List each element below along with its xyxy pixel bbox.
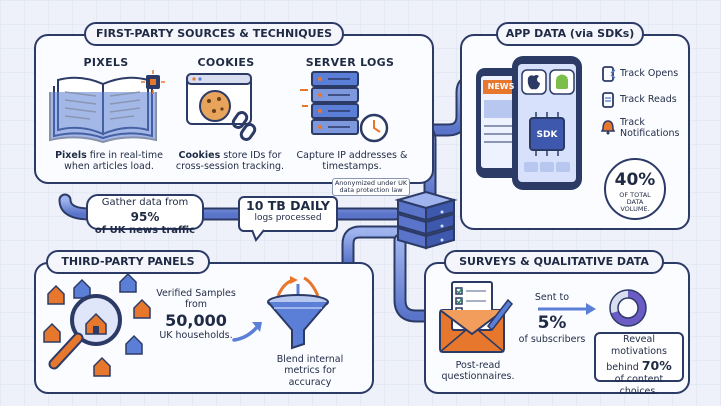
reveal-motivations-text: Reveal motivations behind 70% of content… [594, 334, 684, 397]
sent-value: 5% [537, 313, 567, 334]
track-reads-icon [602, 92, 614, 108]
gather-prefix: Gather data from [101, 197, 189, 208]
bell-icon [600, 120, 616, 135]
cookies-caption: Cookies store IDs for cross-session trac… [174, 150, 286, 173]
verified-value: 50,000 [165, 310, 227, 330]
callout-tail [251, 229, 265, 242]
reveal-suffix: of content choices. [614, 373, 664, 397]
verified-suffix: UK households. [159, 329, 233, 341]
pixel-chip-icon [141, 70, 165, 94]
pixels-caption: Pixels fire in real-time when articles l… [44, 150, 174, 173]
daily-logs-text: 10 TB DAILY logs processed [238, 198, 338, 224]
sdk-label: SDK [536, 130, 558, 140]
pixels-heading: PIXELS [83, 56, 129, 69]
open-book-icon [49, 76, 157, 144]
gather-traffic-box [86, 194, 204, 230]
sent-to-label: Sent to [534, 292, 570, 303]
households-magnifier-icon [43, 272, 151, 377]
third-party-title: THIRD-PARTY PANELS [46, 250, 210, 274]
daily-logs-callout [238, 196, 338, 232]
verified-samples-text: Verified Samples from 50,000 UK househol… [150, 288, 242, 341]
track-opens: Track Opens [620, 68, 679, 79]
donut-chart-icon [609, 289, 647, 327]
app-data-title: APP DATA (via SDKs) [496, 22, 644, 46]
track-opens-icon [602, 66, 616, 82]
gather-suffix: of UK news traffic [94, 225, 196, 236]
daily-label: logs processed [254, 213, 322, 223]
surveys-title: SURVEYS & QUALITATIVE DATA [444, 250, 664, 274]
post-read-text: Post-read questionnaires. [441, 360, 515, 383]
sent-arrow [538, 303, 596, 315]
anonymized-note: Anonymized under UK data protection law [332, 178, 410, 197]
server-logs-caption: Capture IP addresses & timestamps. [296, 150, 408, 173]
server-rack-icon [300, 71, 389, 143]
reveal-motivations-box [594, 332, 684, 382]
gather-pct: 95% [130, 209, 160, 224]
merge-arrow [232, 322, 262, 342]
browser-cookie-icon [186, 73, 257, 141]
pixels-caption-bold: Pixels [55, 150, 87, 161]
sent-suffix: of subscribers [518, 333, 586, 345]
funnel-icon [267, 276, 329, 350]
server-logs-heading: SERVER LOGS [305, 56, 395, 69]
daily-value: 10 TB DAILY [246, 198, 330, 213]
app-pct-label: OF TOTAL DATA VOLUME. [619, 191, 651, 214]
track-reads: Track Reads [620, 94, 677, 105]
gather-traffic-text: Gather data from 95% of UK news traffic [86, 197, 204, 238]
sent-to-text: Sent to 5% of subscribers [518, 292, 586, 345]
phones-icon [476, 56, 582, 190]
app-volume-circle [604, 158, 666, 220]
reveal-prefix: Reveal motivations behind [606, 334, 668, 373]
news-label: NEWS [487, 82, 515, 91]
central-hub-server [394, 190, 458, 250]
first-party-title: FIRST-PARTY SOURCES & TECHNIQUES [84, 22, 344, 46]
pixels-caption-rest: fire in real-time when articles load. [64, 150, 163, 173]
reveal-value: 70% [641, 357, 672, 373]
blend-text: Blend internal metrics for accuracy [276, 354, 344, 388]
cookies-caption-rest: store IDs for cross-session tracking. [175, 150, 285, 173]
cookies-caption-bold: Cookies [178, 150, 221, 161]
cookies-heading: COOKIES [197, 56, 255, 69]
verified-prefix: Verified Samples from [156, 288, 236, 311]
track-notifications: Track Notifications [620, 117, 680, 140]
envelope-survey-icon [439, 281, 513, 353]
app-pct-value: 40% [614, 170, 656, 190]
